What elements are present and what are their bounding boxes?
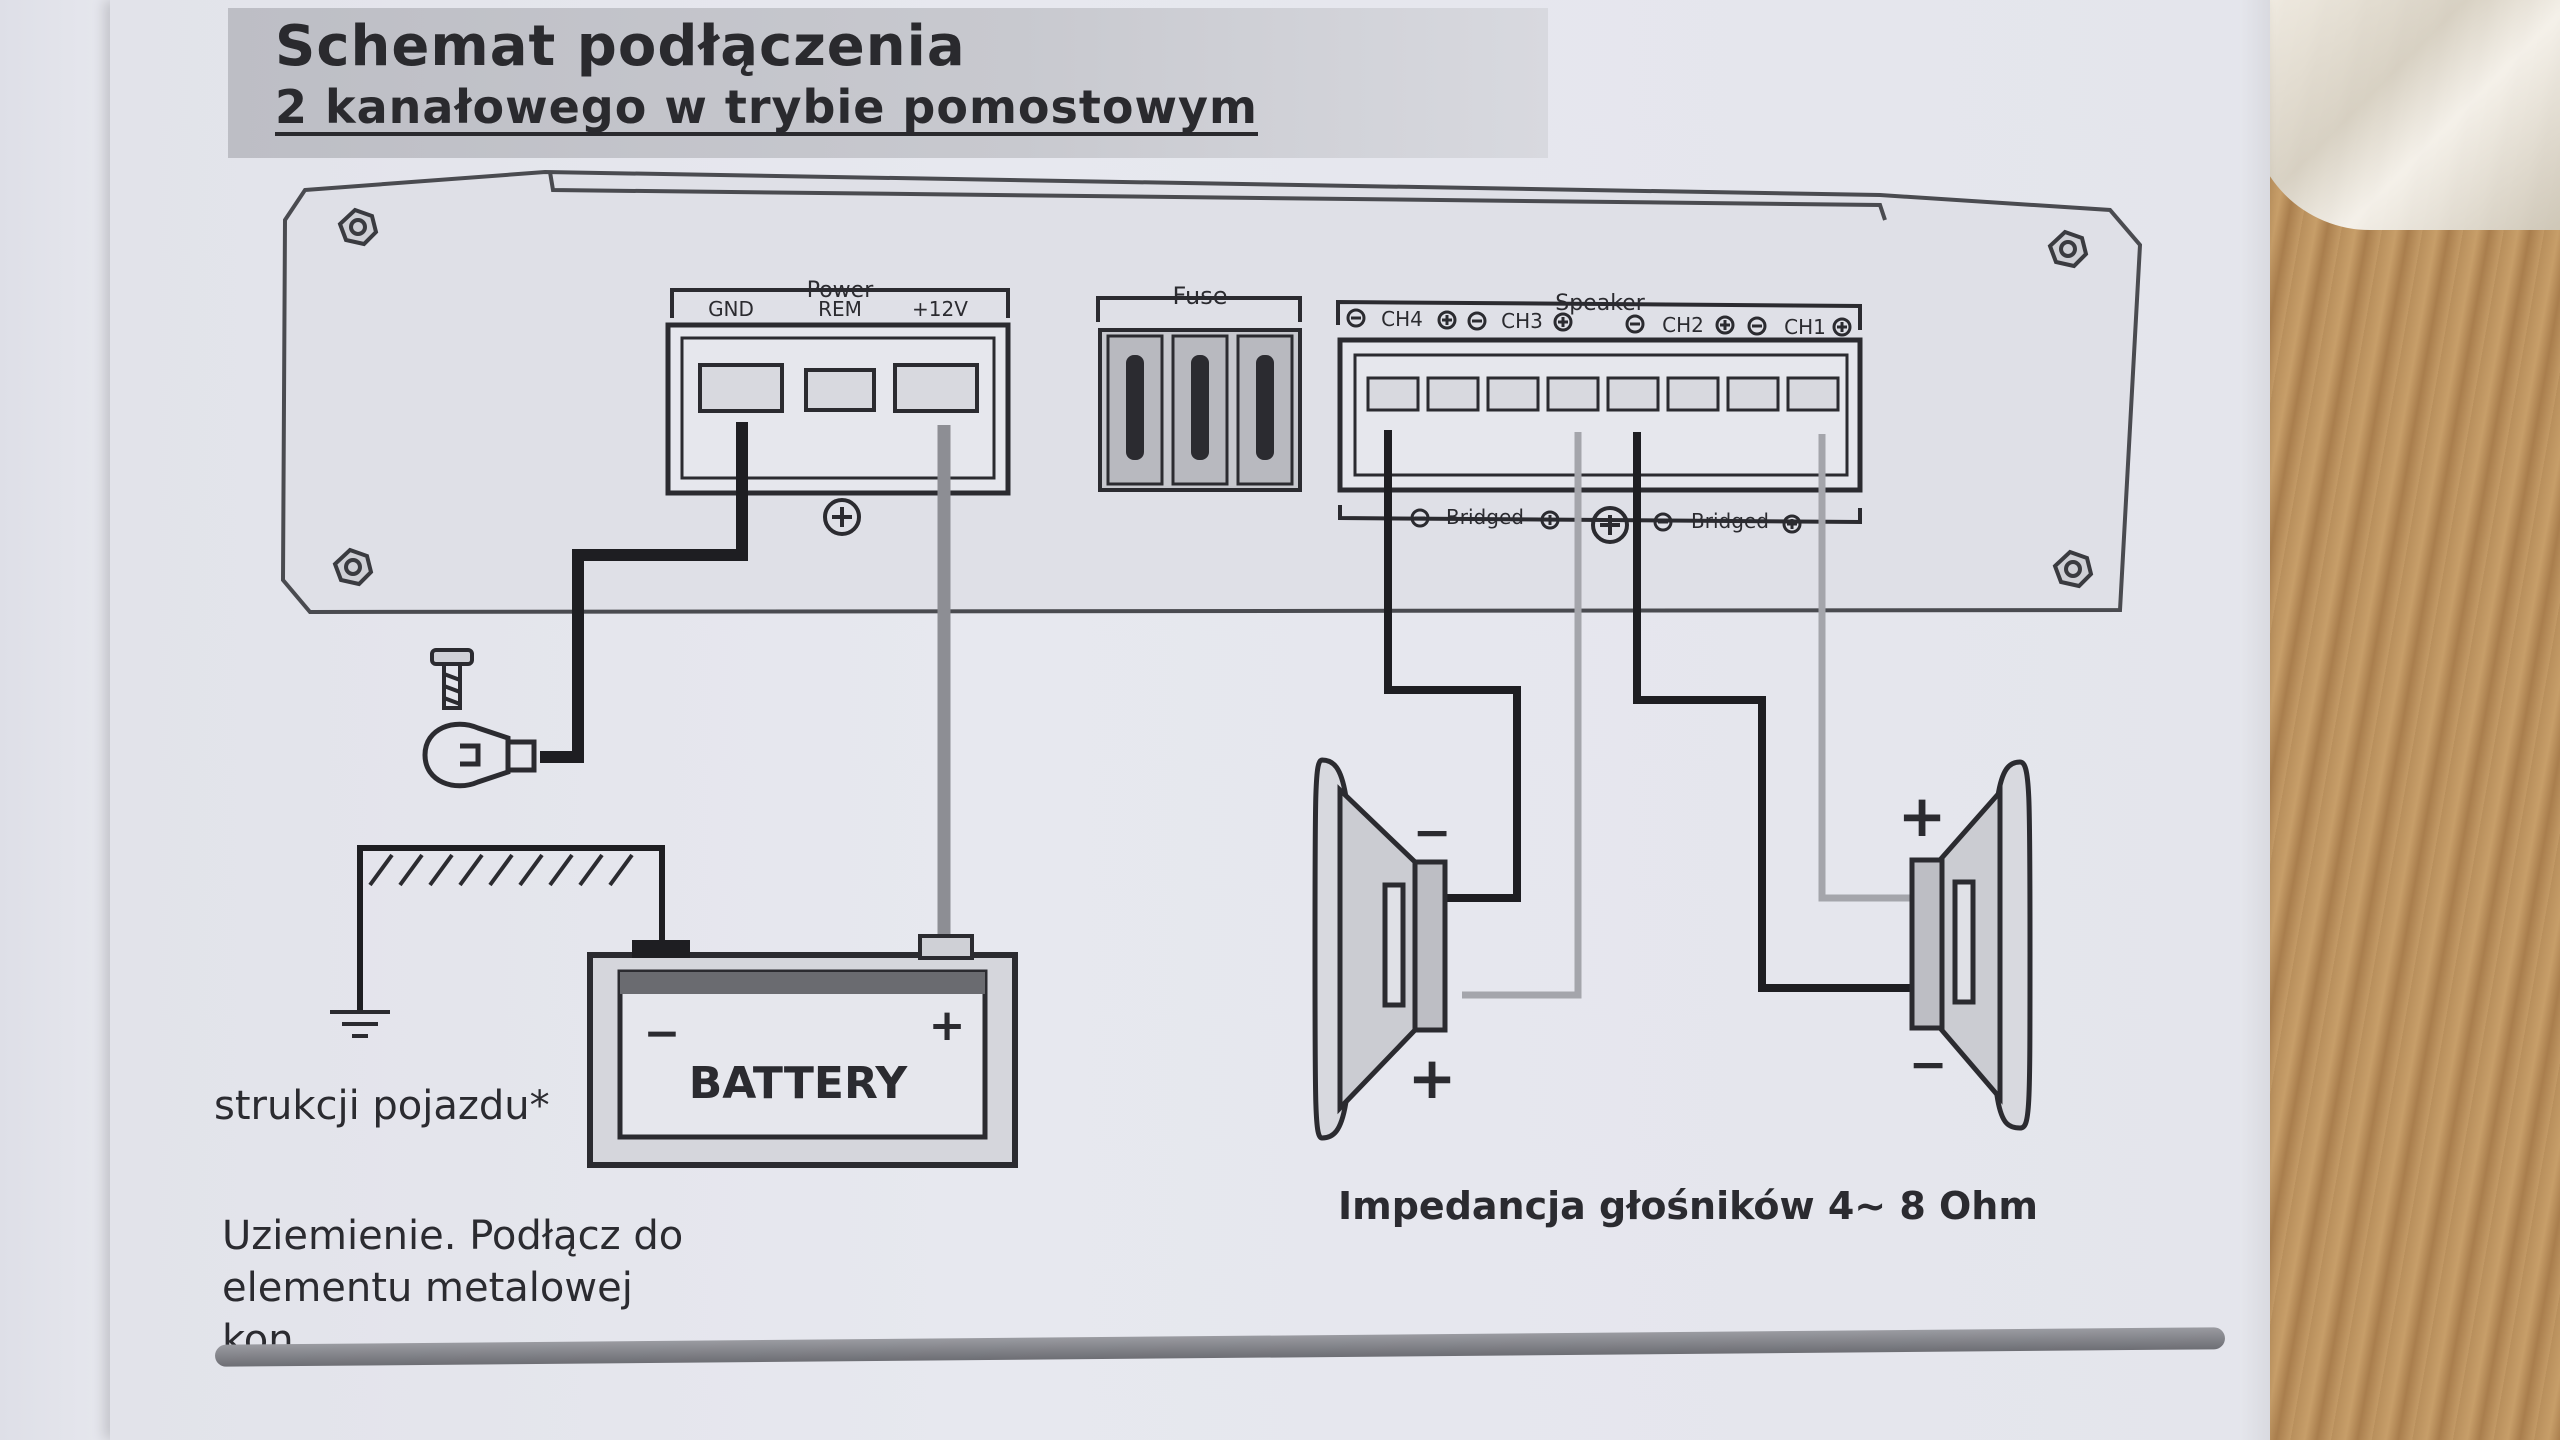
ground-symbol-icon <box>330 1010 390 1038</box>
bridged-label-right: Bridged <box>1691 509 1769 533</box>
right-speaker-icon <box>1909 759 2033 1131</box>
battery-label: BATTERY <box>689 1058 909 1109</box>
battery-icon <box>587 934 1018 1168</box>
speaker-right-pos-wire <box>1818 434 1912 902</box>
speaker-left-pos-wire <box>1462 432 1582 999</box>
wooden-table-background <box>2260 0 2560 1440</box>
channel-polarity-symbols <box>1346 308 1852 337</box>
power-terminal-block <box>665 288 1011 536</box>
ground-screw-icon <box>430 648 474 710</box>
terminal-12v-label: +12V <box>912 297 968 321</box>
plastic-wrap <box>2250 0 2560 230</box>
channel-ch4-label: CH4 <box>1381 307 1423 331</box>
left-speaker-bottom-sign: + <box>1408 1044 1457 1112</box>
right-speaker-bottom-sign: − <box>1909 1037 1948 1091</box>
ground-caption-line2: elementu metalowej <box>222 1265 633 1311</box>
bridged-label-left: Bridged <box>1446 505 1524 529</box>
page-title: Schemat podłączenia <box>275 14 966 79</box>
battery-minus-sign: − <box>644 1008 681 1059</box>
ground-caption-line1: Uziemienie. Podłącz do <box>222 1213 684 1259</box>
bridged-polarity-symbols <box>1410 508 1802 534</box>
wires <box>357 422 1912 1010</box>
left-speaker-icon <box>1312 757 1448 1141</box>
impedance-caption: Impedancja głośników 4~ 8 Ohm <box>1338 1184 2038 1228</box>
chassis-caption: strukcji pojazdu* <box>214 1083 550 1129</box>
speaker-group-label: Speaker <box>1555 291 1645 316</box>
page-edge-right <box>2240 0 2270 1440</box>
fuse-block <box>1096 296 1302 492</box>
terminal-rem-label: REM <box>818 297 862 321</box>
speaker-right-neg-wire <box>1633 432 1912 992</box>
channel-ch3-label: CH3 <box>1501 309 1543 333</box>
mounting-screws <box>332 207 2094 589</box>
ring-terminal-icon <box>422 721 537 789</box>
page-subtitle: 2 kanałowego w trybie pomostowym <box>275 80 1258 136</box>
battery-plus-sign: + <box>929 1000 966 1051</box>
speaker-terminal-block <box>1336 299 1863 544</box>
power-group-label: Power <box>807 278 874 303</box>
channel-ch2-label: CH2 <box>1662 313 1704 337</box>
speaker-left-neg-wire <box>1384 430 1521 902</box>
channel-ch1-label: CH1 <box>1784 315 1826 339</box>
chassis-hatch <box>368 853 634 887</box>
ground-wire <box>540 422 748 763</box>
left-speaker-top-sign: − <box>1413 805 1452 859</box>
chassis-ground-wire <box>357 845 665 1010</box>
fuse-label: Fuse <box>1173 282 1228 310</box>
terminal-gnd-label: GND <box>708 297 754 321</box>
right-speaker-top-sign: + <box>1898 782 1947 850</box>
